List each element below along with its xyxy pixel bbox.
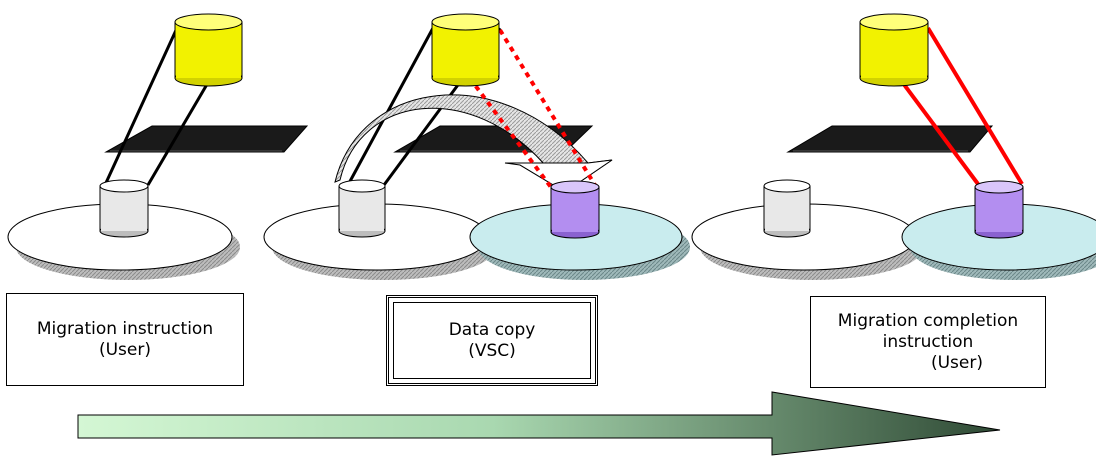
storage-platter-icon (691, 203, 924, 280)
step-1-line-2: (User) (98, 339, 151, 360)
panel-2 (263, 13, 690, 280)
step-2-line-1: Data copy (448, 319, 536, 340)
step-2-label-box: Data copy (VSC) (386, 295, 598, 386)
step-1-label-box: Migration instruction (User) (6, 293, 244, 386)
volume-cylinder-icon (338, 179, 386, 238)
step-3-line-1: Migration completion (837, 310, 1019, 331)
volume-cylinder-icon (974, 180, 1024, 239)
step-3-label-box: Migration completion instruction (User) (810, 296, 1046, 388)
panel-1 (7, 13, 309, 280)
step-3-line-2: instruction (882, 331, 974, 352)
database-cylinder-icon (431, 13, 500, 87)
panel-3 (691, 13, 1096, 280)
switch-icon (104, 125, 309, 153)
storage-platter-icon (263, 203, 496, 280)
volume-cylinder-icon (763, 179, 811, 238)
switch-icon (786, 125, 994, 153)
step-1-line-1: Migration instruction (36, 318, 214, 339)
flow-arrow-icon (77, 391, 1001, 456)
step-3-line-3: (User) (930, 352, 983, 373)
database-cylinder-icon (859, 13, 929, 87)
step-2-line-2: (VSC) (468, 340, 516, 361)
volume-cylinder-icon (550, 180, 600, 239)
volume-cylinder-icon (99, 179, 149, 238)
database-cylinder-icon (174, 13, 243, 87)
